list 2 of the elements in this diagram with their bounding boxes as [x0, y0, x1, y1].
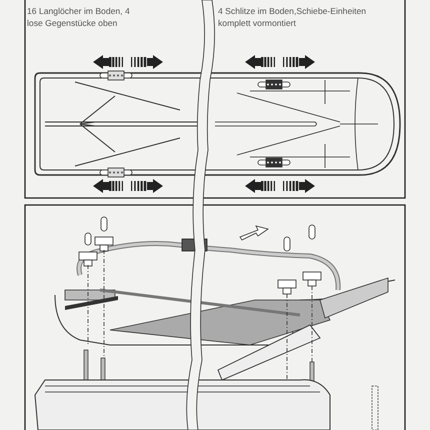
instruction-text: 4 Schlitze im Boden,Schiebe-Einheiten komplett vormontiert: [218, 5, 368, 29]
instruction-text: 16 Langlöcher im Boden, 4 lose Gegenstücke oben: [27, 5, 131, 29]
